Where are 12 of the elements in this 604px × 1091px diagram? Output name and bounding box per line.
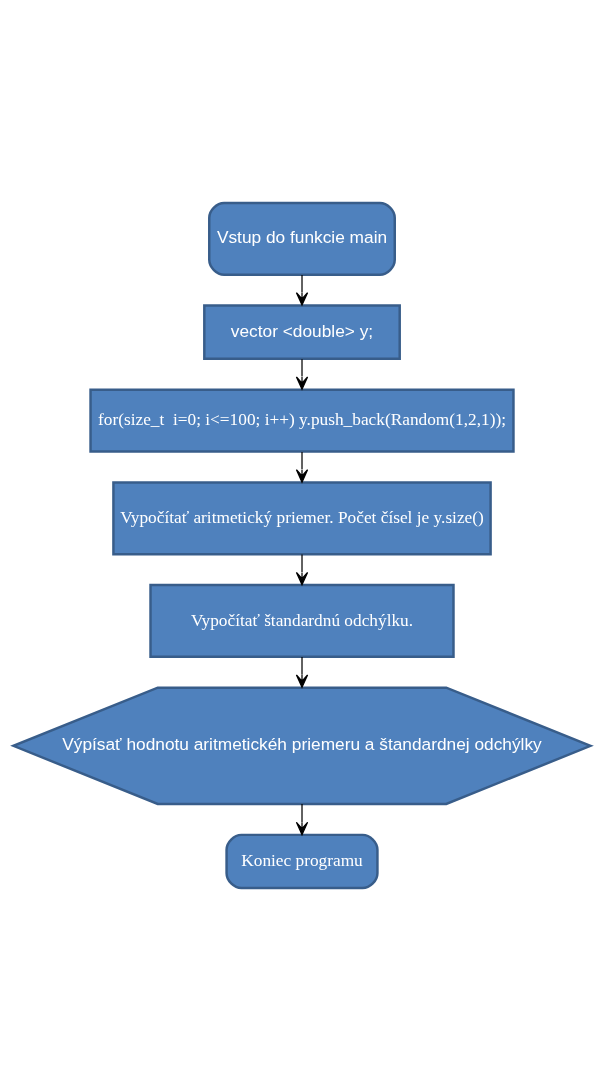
arrow <box>295 803 309 836</box>
arrow <box>295 451 309 483</box>
node-box: Vypočítať štandardnú odchýlku. <box>149 583 455 659</box>
node-box: for(size_t i=0; i<=100; i++) y.push_back(Random(1,2,1)); <box>89 388 515 453</box>
arrow <box>295 358 309 390</box>
node-box: vector <double> y; <box>203 304 401 360</box>
arrow <box>295 274 309 306</box>
node-box: Vstup do funkcie main <box>208 201 396 276</box>
node-box: Koniec programu <box>225 833 379 890</box>
node-box: Vypočítať aritmetický priemer. Počet čísel je y.size() <box>112 481 492 556</box>
arrow <box>295 553 309 586</box>
arrow <box>295 656 309 688</box>
